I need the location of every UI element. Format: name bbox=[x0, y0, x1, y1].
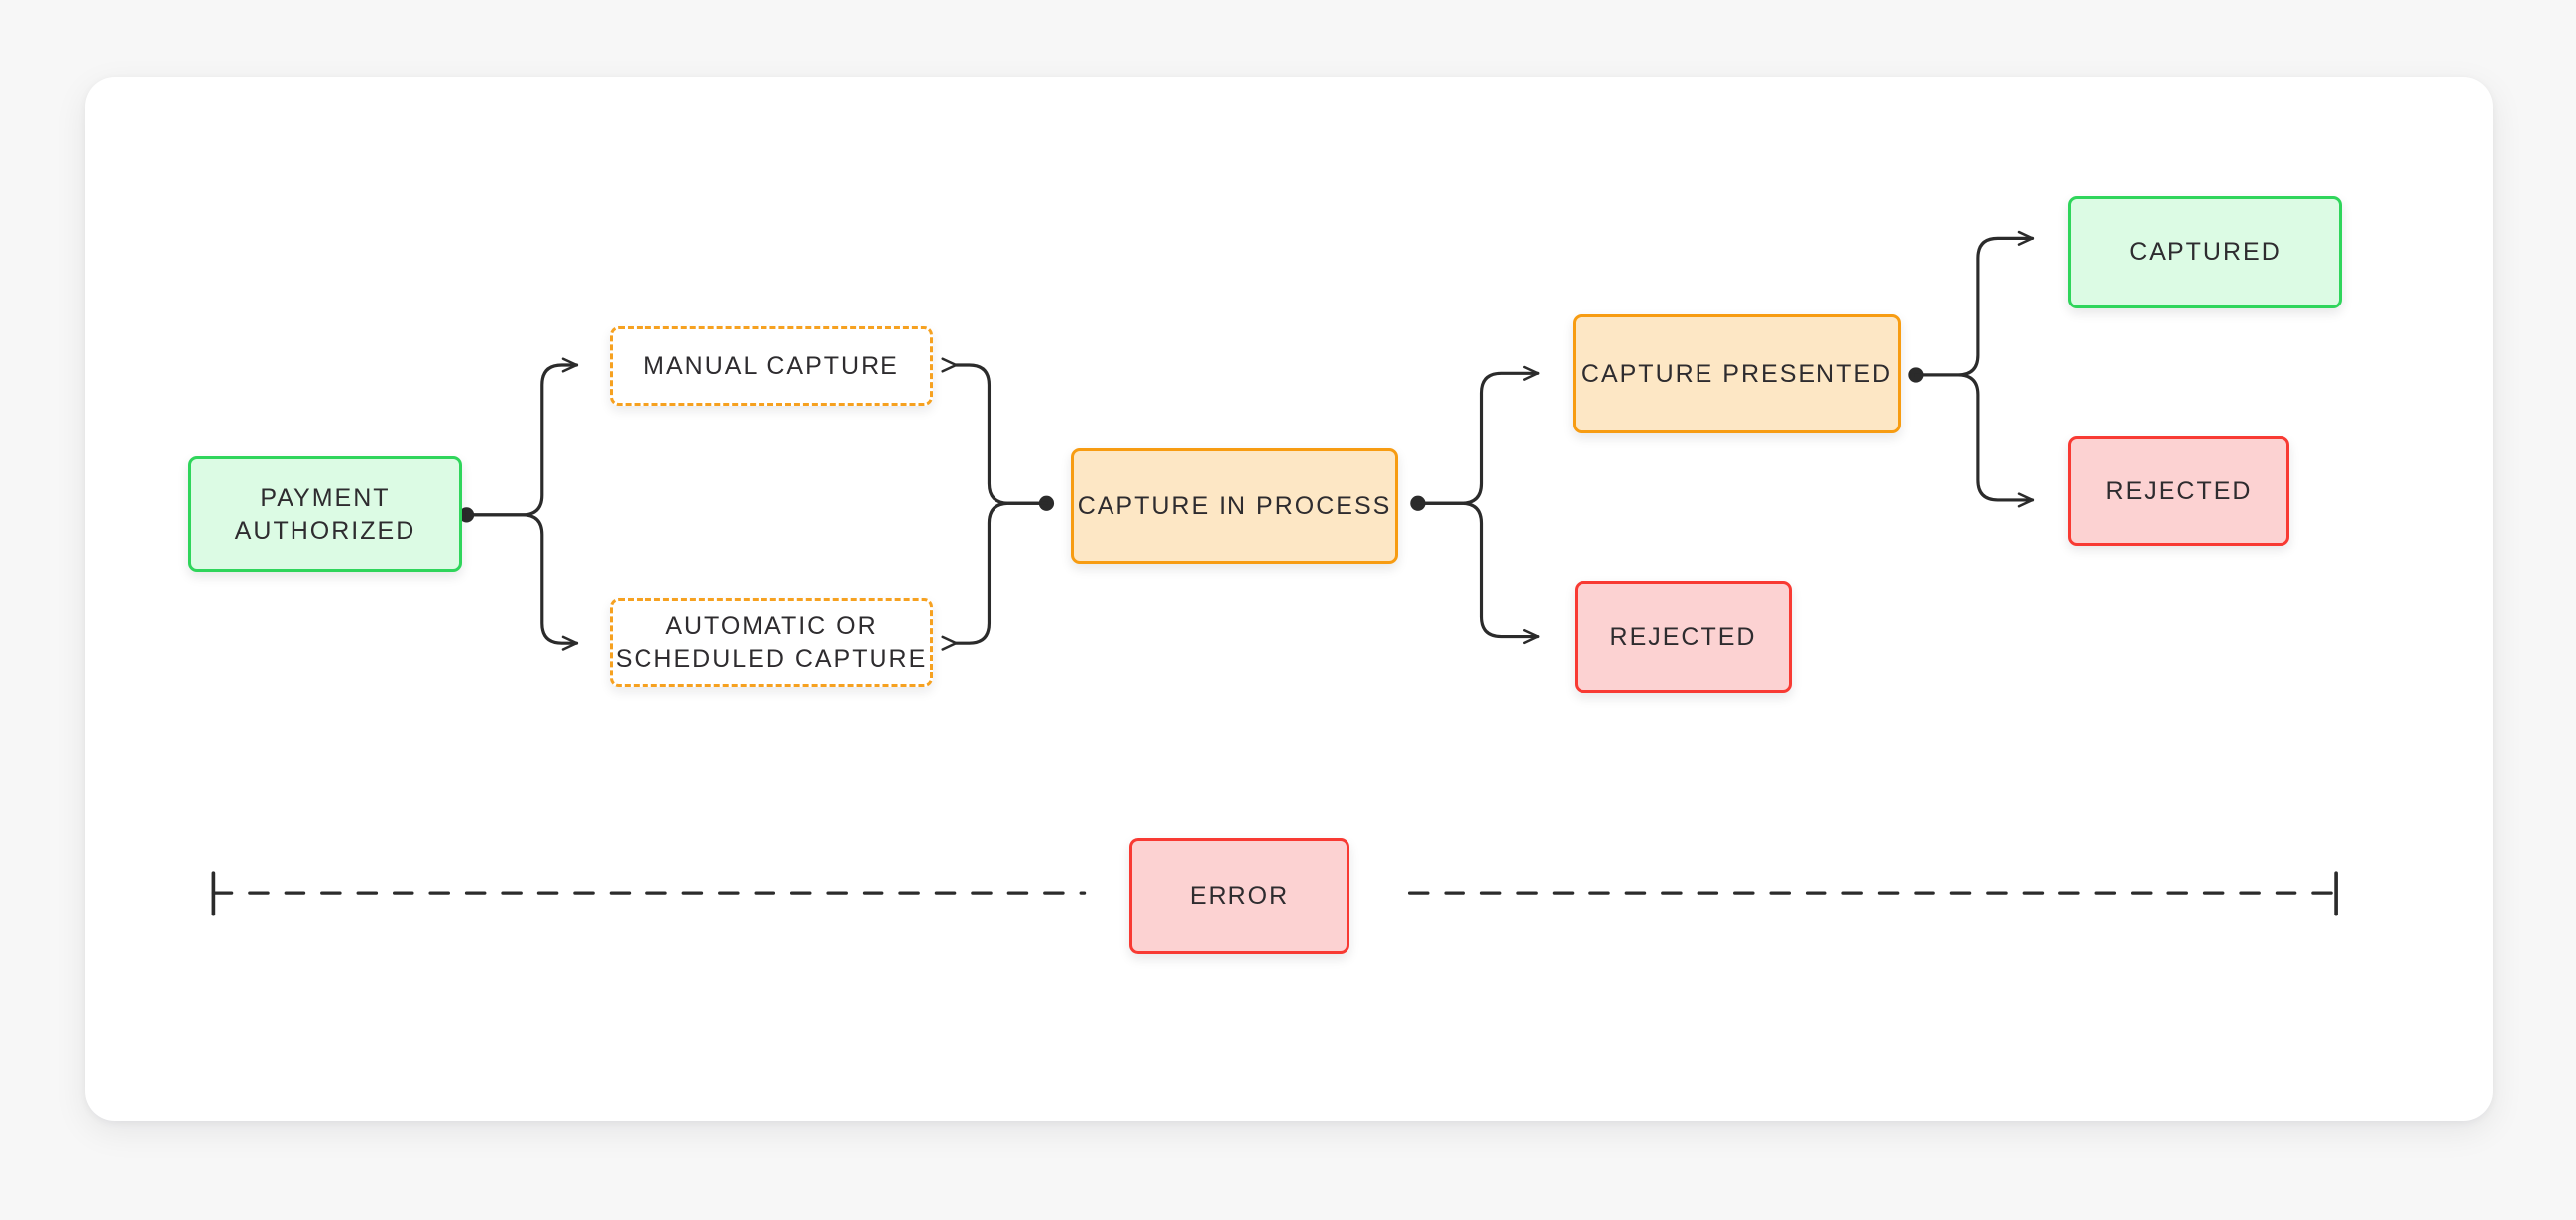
node-captured[interactable]: CAPTURED bbox=[2068, 196, 2342, 308]
node-label: REJECTED bbox=[1609, 623, 1757, 651]
node-rejected-from-process[interactable]: REJECTED bbox=[1575, 581, 1792, 693]
node-automatic-or-scheduled-capture[interactable]: AUTOMATIC OR SCHEDULED CAPTURE bbox=[610, 598, 933, 687]
node-rejected-from-presented[interactable]: REJECTED bbox=[2068, 436, 2289, 546]
edge-process-to-manual bbox=[941, 357, 1049, 505]
edge-process-to-automatic bbox=[941, 501, 1049, 651]
edge-auth-to-manual bbox=[464, 357, 579, 517]
edge-presented-to-rejected bbox=[1914, 373, 2035, 508]
node-capture-presented[interactable]: CAPTURE PRESENTED bbox=[1573, 314, 1901, 433]
node-label: CAPTURED bbox=[2129, 238, 2282, 266]
node-label: ERROR bbox=[1189, 882, 1290, 910]
node-label: MANUAL CAPTURE bbox=[644, 351, 899, 380]
node-label: CAPTURE IN PROCESS bbox=[1077, 492, 1392, 520]
edge-process-to-presented bbox=[1416, 365, 1540, 505]
node-label: AUTOMATIC OR SCHEDULED CAPTURE bbox=[615, 612, 928, 672]
node-error[interactable]: ERROR bbox=[1129, 838, 1349, 954]
node-label: PAYMENT AUTHORIZED bbox=[234, 483, 416, 545]
node-manual-capture[interactable]: MANUAL CAPTURE bbox=[610, 326, 933, 406]
node-label: CAPTURE PRESENTED bbox=[1581, 359, 1893, 388]
node-payment-authorized[interactable]: PAYMENT AUTHORIZED bbox=[188, 456, 462, 572]
edge-auth-to-automatic bbox=[464, 513, 579, 651]
edge-process-to-rejected bbox=[1416, 501, 1540, 645]
node-capture-in-process[interactable]: CAPTURE IN PROCESS bbox=[1071, 448, 1398, 564]
edge-presented-to-captured bbox=[1914, 230, 2035, 377]
node-label: REJECTED bbox=[2105, 476, 2253, 505]
